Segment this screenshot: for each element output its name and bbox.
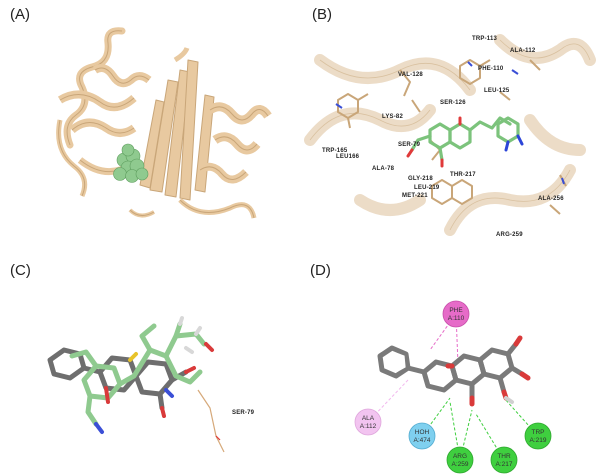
- binding-site-detail: TRP-113 ALA-112 PHE-110 VAL-128 LEU-125 …: [304, 34, 596, 238]
- residue-label: ALA-112: [510, 48, 536, 54]
- panel-a-label: (A): [10, 6, 30, 23]
- residue-label: ALA-78: [372, 166, 395, 172]
- panel-c: (C): [0, 240, 300, 475]
- svg-text:HOH: HOH: [415, 429, 430, 436]
- interaction-node-phe: PHE A:110: [442, 300, 470, 328]
- residue-label: TRP-113: [472, 36, 498, 42]
- residue-label: LEU-125: [484, 88, 510, 94]
- svg-text:A:219: A:219: [530, 437, 547, 444]
- residue-label: LYS-82: [382, 114, 403, 120]
- interaction-node-arg: ARG A:259: [446, 446, 474, 474]
- panel-a: (A): [0, 0, 300, 240]
- protein-ribbon-overview: [56, 27, 272, 219]
- svg-text:ARG: ARG: [453, 453, 467, 460]
- residue-label: MET-221: [402, 193, 428, 199]
- residue-label: GLY-218: [408, 176, 433, 182]
- svg-text:PHE: PHE: [449, 307, 463, 314]
- residue-label: LEU-219: [414, 185, 440, 191]
- ligand-spheres: [113, 143, 149, 183]
- svg-text:ALA: ALA: [362, 415, 375, 422]
- residue-label: THR-217: [450, 172, 476, 178]
- svg-text:TRP: TRP: [532, 429, 545, 436]
- residue-label: SER-79: [232, 410, 255, 416]
- svg-text:A:474: A:474: [414, 437, 431, 444]
- residue-label: ARG-259: [496, 232, 523, 238]
- ligand-overlay: SER-79: [47, 316, 255, 453]
- interaction-2d-diagram: PHE A:110 ALA A:112 HOH A:474 ARG A:259 …: [354, 300, 552, 474]
- interaction-node-trp: TRP A:219: [524, 422, 552, 450]
- panel-c-label: (C): [10, 262, 31, 279]
- residue-label: ALA-256: [538, 196, 564, 202]
- residue-label: LEU166: [336, 154, 360, 160]
- panel-d: (D) PHE: [300, 240, 600, 475]
- residue-label: TRP-165: [322, 148, 348, 154]
- interaction-node-hoh: HOH A:474: [408, 422, 436, 450]
- svg-text:A:110: A:110: [448, 315, 465, 322]
- interaction-node-thr: THR A:217: [490, 446, 518, 474]
- panel-d-label: (D): [310, 262, 331, 279]
- svg-text:A:112: A:112: [360, 423, 377, 430]
- residue-label: SER-126: [440, 100, 466, 106]
- interaction-node-ala: ALA A:112: [354, 408, 382, 436]
- panel-b-label: (B): [312, 6, 332, 23]
- svg-text:A:217: A:217: [496, 461, 513, 468]
- panel-b: (B): [300, 0, 600, 240]
- svg-text:THR: THR: [497, 453, 511, 460]
- residue-label: VAL-128: [398, 72, 423, 78]
- residue-label: PHE-110: [478, 66, 504, 72]
- residue-label: SER-79: [398, 142, 421, 148]
- svg-text:A:259: A:259: [452, 461, 469, 468]
